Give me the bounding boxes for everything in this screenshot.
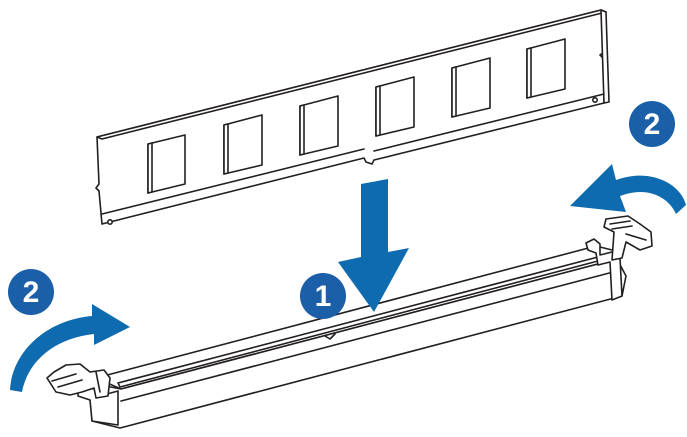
step-2-label-right: 2 <box>644 108 661 141</box>
dimm-contact-line <box>101 93 605 215</box>
memory-chip <box>299 95 339 156</box>
dimm-slot <box>46 215 653 429</box>
dimm-module <box>95 9 610 226</box>
step-1-label: 1 <box>315 280 332 313</box>
slot-key <box>324 333 336 340</box>
memory-chip <box>223 114 263 175</box>
insert-arrow-icon <box>338 179 409 312</box>
dimm-hole-right <box>591 97 598 104</box>
slot-latch-right <box>603 215 653 261</box>
step-1-badge: 1 <box>300 273 346 319</box>
dimm-chips <box>147 38 566 194</box>
memory-chip <box>375 76 415 137</box>
dimm-side-edge <box>600 9 610 104</box>
memory-chip <box>147 134 186 194</box>
latch-arrow-right-icon <box>570 164 686 214</box>
step-2-badge-left: 2 <box>8 269 54 315</box>
step-2-badge-right: 2 <box>629 101 675 147</box>
slot-latch-left <box>46 363 111 399</box>
memory-chip <box>451 57 491 118</box>
step-2-label-left: 2 <box>23 276 40 309</box>
memory-chip <box>526 38 566 99</box>
dimm-board <box>95 9 605 225</box>
dimm-hole-left <box>107 219 114 226</box>
slot-lip-line <box>120 270 618 402</box>
latch-arrow-left-icon <box>10 304 130 392</box>
